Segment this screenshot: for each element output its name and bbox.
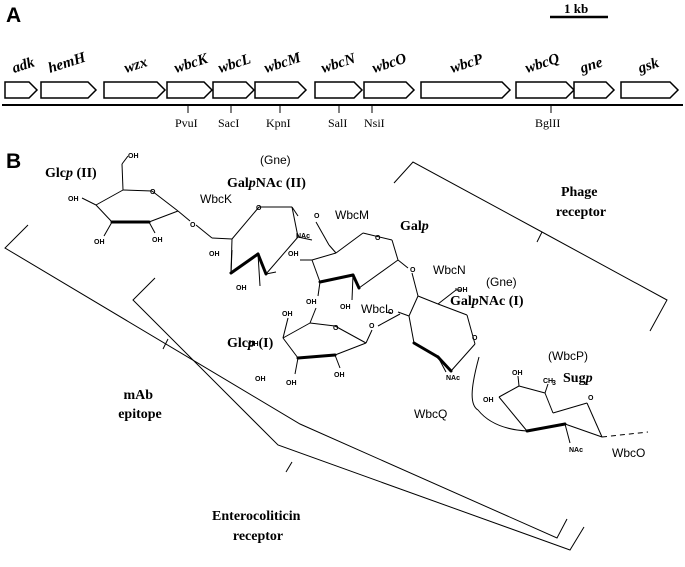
enterocoliticin-receptor-bracket [132, 277, 585, 551]
mab-epitope-bracket [4, 224, 568, 539]
galnac2-oh-b: OH [209, 251, 220, 258]
galnac1-ring: OH O NAc O [388, 272, 478, 382]
enzyme-wbco: WbcO [612, 446, 645, 460]
glc1-oh-b: OH [248, 341, 259, 348]
galnac2-nac: NAc [296, 233, 310, 240]
glc2-oh6: OH [128, 153, 139, 160]
gal-link-o: O [410, 267, 416, 274]
phage-receptor-bracket [393, 161, 668, 332]
gene-arrow-wbcK [166, 81, 214, 99]
wbcq-link [471, 356, 528, 432]
gal-oh-b: OH [340, 304, 351, 311]
sug-ring: OH OH CH 3 O NAc [483, 370, 649, 454]
enzyme-wbcm: WbcM [335, 208, 369, 222]
gal-ring-o: O [375, 235, 381, 242]
site-label-bglii: BglII [535, 116, 560, 130]
galnac1-nac: NAc [446, 375, 460, 382]
glc2-oh4: OH [68, 196, 79, 203]
enzyme-wbcn: WbcN [433, 263, 466, 277]
gene-arrow-gne [573, 81, 616, 99]
sug-ring-o: O [588, 395, 594, 402]
enzyme-wbck: WbcK [200, 192, 232, 206]
gene-label-adk: adk [10, 54, 37, 76]
gene-arrow-wbcO [363, 81, 416, 99]
sug-oh-b: OH [483, 397, 494, 404]
gene-arrow-wbcL [212, 81, 256, 99]
sugar-label-galnac2: GalpNAc (II) [227, 176, 306, 191]
gene-label-gne: gne [577, 55, 605, 78]
restriction-sites: PvuI SacI KpnI SalI NsiI BglII [175, 105, 560, 130]
sug-ch3: CH [543, 378, 553, 385]
gene-arrow-gsk [620, 81, 680, 99]
enterocoliticin-receptor-label: Enterocoliticin receptor [212, 509, 304, 544]
scale-bar: 1 kb [550, 1, 608, 19]
gene-arrow-wzx [103, 81, 167, 99]
gene-label-hemH: hemH [46, 49, 89, 76]
glc1-oh-a: OH [282, 311, 293, 318]
gene-arrow-wbcN [314, 81, 364, 99]
glc2-oh3: OH [94, 239, 105, 246]
gene-label-gsk: gsk [635, 55, 661, 77]
glc1-ring: OH OH OH OH OH O O [248, 307, 401, 387]
sugar-label-sug: Sugp [563, 371, 593, 386]
enzyme-gne-2: (Gne) [486, 275, 517, 289]
sug-oh-a: OH [512, 370, 523, 377]
enzyme-wbcq: WbcQ [414, 407, 447, 421]
scale-bar-label: 1 kb [564, 1, 588, 16]
phage-receptor-label: Phage receptor [556, 185, 606, 220]
galnac2-oh: OH [236, 285, 247, 292]
gene-label-wzx: wzx [122, 54, 150, 77]
site-label-sali: SalI [328, 116, 347, 130]
sugar-label-galnac1: GalpNAc (I) [450, 294, 524, 309]
glc1-ring-o: O [333, 325, 339, 332]
glc1-link-o: O [369, 323, 375, 330]
glc2-link-o: O [190, 222, 196, 229]
gene-arrow-wbcM [254, 81, 308, 99]
galnac1-oh: OH [457, 287, 468, 294]
gene-label-wbcL: wbcL [216, 51, 253, 77]
gene-arrow-hemH [40, 81, 98, 99]
gal-oh-c: OH [288, 251, 299, 258]
glc2-ring: OH OH OH OH O O [68, 153, 213, 246]
galnac2-link-o: O [314, 213, 320, 220]
enzyme-wbcl: WbcL [361, 302, 392, 316]
sug-ch3-sub: 3 [552, 380, 556, 387]
gene-arrow-adk [4, 81, 39, 99]
panel-a-label: A [6, 4, 21, 27]
gene-arrow-wbcP [420, 81, 512, 99]
gene-label-wbcQ: wbcQ [523, 51, 561, 77]
sugar-label-glc2: Glcp (II) [45, 166, 97, 181]
glc1-oh-d: OH [286, 380, 297, 387]
panel-b-label: B [6, 150, 21, 173]
gene-map [4, 81, 680, 99]
glc2-oh2: OH [152, 237, 163, 244]
gene-label-wbcK: wbcK [172, 51, 210, 77]
gene-label-wbcM: wbcM [262, 50, 303, 77]
sug-nac: NAc [569, 447, 583, 454]
gene-arrow-wbcQ [515, 81, 576, 99]
gene-label-wbcN: wbcN [319, 50, 358, 76]
sugar-label-glc1: Glcp (I) [227, 336, 274, 351]
enzyme-wbcp: (WbcP) [548, 349, 588, 363]
galnac2-ring-o: O [256, 205, 262, 212]
glc1-oh-c: OH [255, 376, 266, 383]
enzyme-gne-1: (Gne) [260, 153, 291, 167]
gal-oh-a: OH [306, 299, 317, 306]
gene-label-wbcO: wbcO [370, 51, 408, 77]
mab-epitope-label: mAb epitope [118, 388, 162, 422]
site-label-nsii: NsiI [364, 116, 385, 130]
site-label-pvui: PvuI [175, 116, 198, 130]
gene-labels: adk hemH wzx wbcK wbcL wbcM wbcN wbcO wb… [10, 49, 661, 77]
galnac1-ring-o: O [472, 335, 478, 342]
glc2-ring-o: O [150, 189, 156, 196]
sugar-label-gal: Galp [400, 219, 429, 234]
site-label-kpni: KpnI [266, 116, 291, 130]
galnac1-link-o: O [388, 309, 394, 316]
gal-ring: O OH OH OH O [288, 221, 416, 311]
glc1-oh-e: OH [334, 372, 345, 379]
site-label-saci: SacI [218, 116, 239, 130]
galnac2-ring: O O OH NAc OH [209, 205, 320, 292]
gene-label-wbcP: wbcP [448, 51, 485, 77]
